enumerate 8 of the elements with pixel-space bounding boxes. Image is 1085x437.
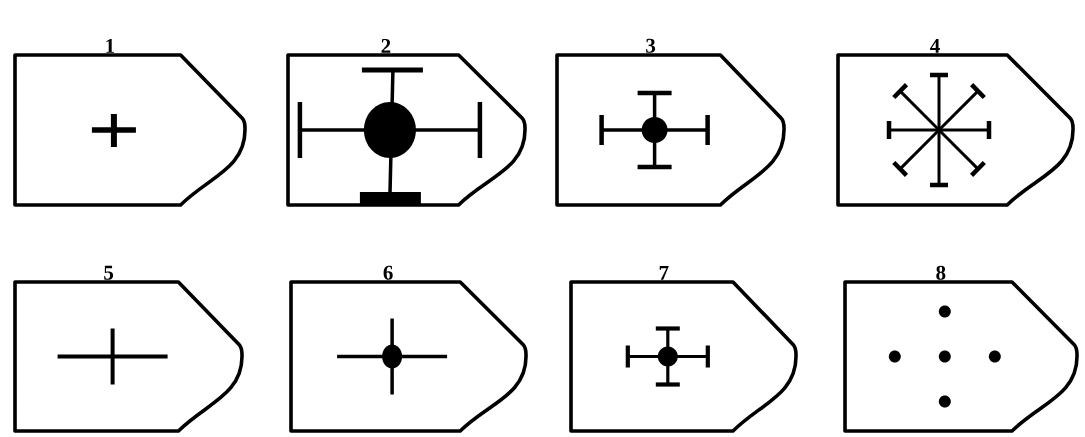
plate-number: 1 (106, 38, 115, 53)
plate-number: 5 (104, 265, 114, 280)
plate-number: 7 (659, 266, 669, 280)
plate-number: 8 (936, 265, 946, 280)
plate-number: 6 (383, 265, 393, 280)
plate-number: 2 (381, 38, 391, 53)
plate-number: 4 (930, 39, 940, 53)
plate-number: 3 (646, 38, 656, 53)
